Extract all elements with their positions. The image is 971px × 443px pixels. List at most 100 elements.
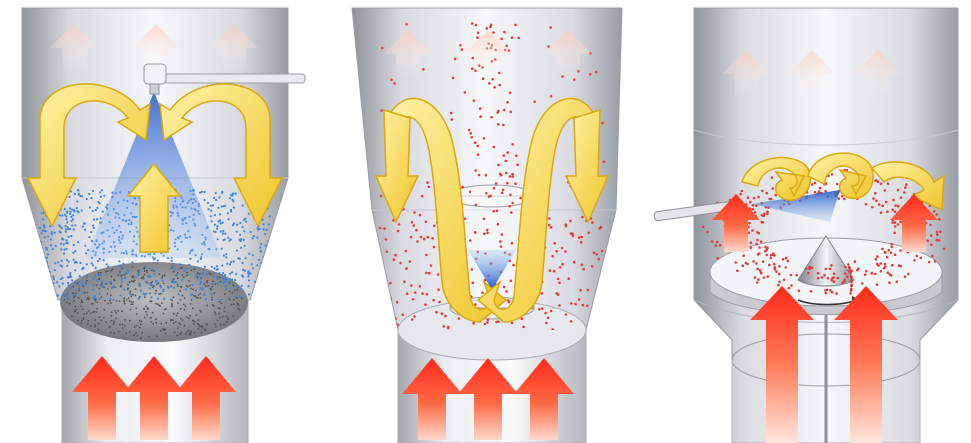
coated-particle	[505, 290, 508, 293]
bed-particle	[110, 332, 112, 334]
coated-particle	[883, 267, 886, 270]
spray-droplet	[73, 228, 75, 230]
coated-particle	[427, 236, 430, 239]
bed-particle	[74, 310, 76, 312]
spray-droplet	[72, 218, 74, 220]
coated-particle	[452, 77, 455, 80]
coated-particle	[891, 264, 894, 267]
spray-droplet	[253, 235, 255, 237]
bed-particle	[186, 285, 188, 287]
bed-particle	[104, 300, 106, 302]
bed-particle	[214, 311, 216, 313]
bed-particle	[233, 303, 235, 305]
coated-particle	[833, 272, 836, 275]
coated-particle	[835, 292, 838, 295]
coated-particle	[547, 317, 550, 320]
coated-particle	[405, 267, 408, 270]
bed-particle	[115, 318, 117, 320]
spray-droplet	[68, 196, 70, 198]
coated-particle	[493, 86, 496, 89]
coated-particle	[475, 204, 478, 207]
spray-droplet	[60, 243, 62, 245]
bed-particle	[116, 300, 118, 302]
spray-droplet	[236, 250, 238, 252]
coated-particle	[931, 255, 934, 258]
spray-droplet	[239, 295, 241, 297]
spray-droplet	[71, 225, 73, 227]
bed-particle	[238, 308, 240, 310]
coated-particle	[497, 164, 500, 167]
spray-droplet	[149, 287, 151, 289]
bed-particle	[215, 326, 217, 328]
bed-particle	[90, 325, 92, 327]
spray-droplet	[92, 224, 94, 226]
bed-particle	[100, 272, 102, 274]
spray-droplet	[66, 239, 68, 241]
spray-droplet	[245, 221, 247, 223]
coated-particle	[742, 264, 745, 267]
coated-particle	[587, 327, 590, 330]
spray-droplet	[259, 247, 261, 249]
spray-droplet	[261, 285, 263, 287]
spray-droplet	[90, 231, 92, 233]
coated-particle	[715, 244, 718, 247]
coated-particle	[564, 250, 567, 253]
spray-droplet	[173, 287, 175, 289]
bed-particle	[191, 269, 193, 271]
bed-particle	[113, 333, 115, 335]
spray-droplet	[215, 199, 217, 201]
bed-particle	[99, 288, 101, 290]
spray-droplet	[266, 229, 268, 231]
coated-particle	[510, 211, 513, 214]
spray-droplet	[70, 216, 72, 218]
coated-particle	[492, 31, 495, 34]
bed-particle	[143, 308, 145, 310]
bed-particle	[177, 302, 179, 304]
bed-particle	[177, 327, 179, 329]
spray-droplet	[248, 279, 250, 281]
bed-particle	[194, 268, 196, 270]
spray-droplet	[73, 259, 75, 261]
spray-droplet	[82, 225, 84, 227]
bed-particle	[80, 305, 82, 307]
coated-particle	[503, 286, 506, 289]
bed-particle	[112, 269, 114, 271]
spray-droplet	[248, 213, 250, 215]
spray-droplet	[196, 267, 198, 269]
coated-particle	[807, 272, 810, 275]
spray-droplet	[124, 277, 126, 279]
bed-particle	[226, 321, 228, 323]
coated-particle	[423, 238, 426, 241]
coated-particle	[549, 26, 552, 29]
bed-particle	[188, 330, 190, 332]
bed-particle	[190, 331, 192, 333]
spray-droplet	[197, 277, 199, 279]
bed-particle	[210, 288, 212, 290]
bed-particle	[181, 295, 183, 297]
bed-particle	[188, 317, 190, 319]
spray-droplet	[54, 269, 56, 271]
coated-particle	[751, 229, 754, 232]
bed-particle	[219, 276, 221, 278]
bed-particle	[142, 276, 144, 278]
bed-particle	[152, 312, 154, 314]
coated-particle	[411, 221, 414, 224]
spray-droplet	[127, 283, 129, 285]
bed-particle	[124, 303, 126, 305]
coated-particle	[755, 262, 758, 265]
bed-particle	[192, 307, 194, 309]
bed-particle	[129, 331, 131, 333]
spray-droplet	[264, 307, 266, 309]
bed-particle	[134, 280, 136, 282]
coated-particle	[736, 270, 739, 273]
bed-particle	[197, 297, 199, 299]
spray-droplet	[66, 212, 68, 214]
coated-particle	[832, 280, 835, 283]
spray-droplet	[63, 253, 65, 255]
coated-particle	[595, 253, 598, 256]
bed-particle	[184, 309, 186, 311]
coated-particle	[570, 320, 573, 323]
bed-particle	[131, 276, 133, 278]
coated-particle	[424, 303, 427, 306]
coated-particle	[500, 38, 503, 41]
